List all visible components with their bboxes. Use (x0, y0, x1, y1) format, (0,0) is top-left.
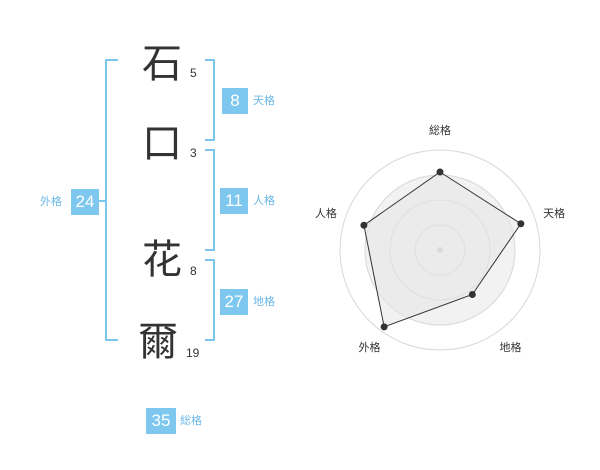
name-char-1: 石 (142, 41, 182, 87)
chikaku-bracket (205, 259, 215, 341)
soukaku-value: 35 (146, 408, 176, 434)
stroke-count-1: 5 (190, 66, 197, 80)
name-char-4: 爾 (138, 319, 178, 365)
radar-point-5 (360, 221, 368, 229)
stroke-count-4: 19 (186, 346, 200, 360)
radar-axis-label-4: 外格 (358, 340, 380, 354)
chikaku-label: 地格 (253, 295, 275, 308)
stroke-count-2: 3 (190, 146, 197, 160)
tenkaku-value: 8 (222, 88, 248, 114)
radar-series-polygon (363, 171, 522, 328)
tenkaku-bracket (205, 59, 215, 141)
chikaku-value: 27 (220, 289, 248, 315)
radar-point-2 (517, 220, 525, 228)
name-char-3: 花 (142, 237, 182, 283)
gaikaku-label: 外格 (40, 195, 62, 208)
tenkaku-label: 天格 (253, 94, 275, 107)
radar-axis-label-2: 天格 (543, 206, 565, 220)
stroke-count-3: 8 (190, 264, 197, 278)
radar-axis-label-5: 人格 (315, 206, 337, 220)
soukaku-label: 総格 (180, 414, 202, 427)
jinkaku-bracket (205, 149, 215, 251)
name-char-2: 口 (142, 121, 182, 167)
radar-axis-label-1: 総格 (429, 123, 451, 137)
jinkaku-value: 11 (220, 188, 248, 214)
radar-point-1 (436, 168, 444, 176)
radar-axis-label-3: 地格 (500, 340, 522, 354)
radar-point-3 (468, 290, 476, 298)
gaikaku-value: 24 (71, 189, 99, 215)
radar-point-4 (380, 323, 388, 331)
jinkaku-label: 人格 (253, 194, 275, 207)
